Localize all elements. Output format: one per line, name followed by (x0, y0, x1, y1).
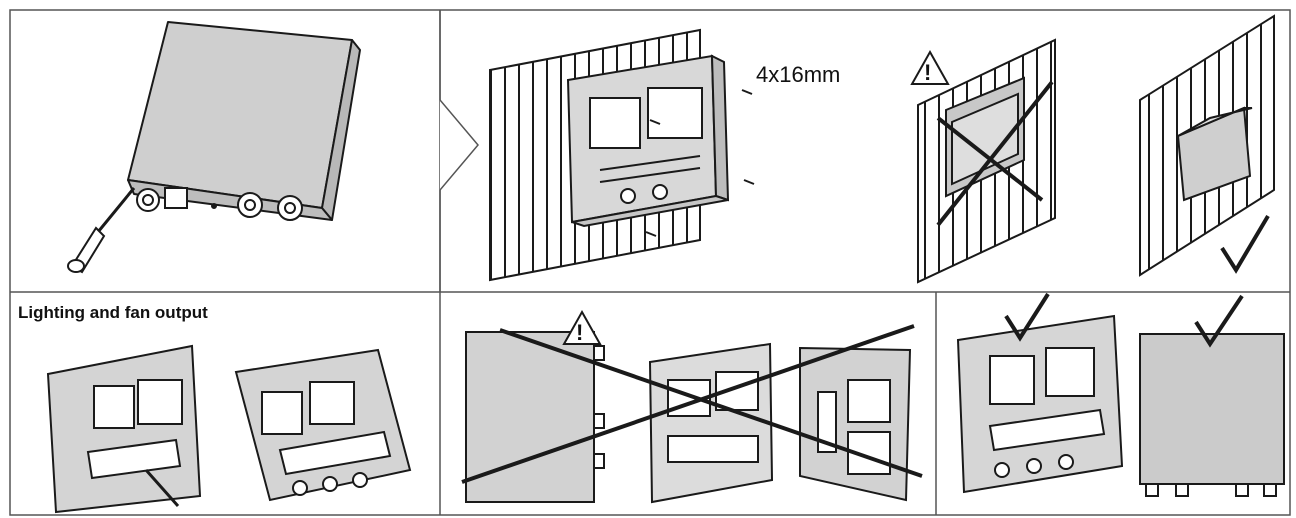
upright-closed-box (1139, 333, 1285, 497)
section-title: Lighting and fan output (18, 303, 208, 322)
tilted-open-box (648, 342, 774, 504)
panel-output: Lighting and fan output (18, 303, 412, 514)
cross-mark-icon (461, 324, 923, 484)
step-arrow (439, 10, 479, 292)
sideways-open-box (799, 346, 912, 502)
check-mark-icon (1194, 294, 1244, 348)
screwdriver-icon (67, 187, 136, 274)
closed-enclosure (127, 21, 361, 221)
panel-wall-mount: 4x16mm (489, 28, 840, 282)
panel-recessed-wrong: ! (910, 38, 1056, 284)
warning-triangle-icon: ! (562, 309, 602, 345)
screw-size-label: 4x16mm (756, 62, 840, 87)
panel-orientation-wrong: ! (461, 309, 923, 504)
open-enclosure (566, 54, 730, 228)
upright-open-box (956, 314, 1124, 494)
svg-text:!: ! (576, 320, 583, 345)
screw-icon (645, 89, 755, 237)
panel-surface-correct (1139, 14, 1275, 277)
cable-glands (136, 187, 303, 221)
panel-open-cover (67, 21, 361, 274)
enclosure-view-left (46, 344, 202, 514)
warning-triangle-icon: ! (910, 49, 950, 85)
check-mark-icon (1004, 292, 1050, 342)
sideways-closed-box (465, 331, 605, 503)
cross-mark-icon (936, 80, 1054, 227)
enclosure-view-right (234, 348, 412, 502)
svg-text:!: ! (924, 60, 931, 85)
panel-orientation-correct (956, 292, 1285, 497)
surface-box (1176, 106, 1253, 202)
recessed-box (945, 76, 1025, 198)
check-mark-icon (1220, 214, 1270, 274)
